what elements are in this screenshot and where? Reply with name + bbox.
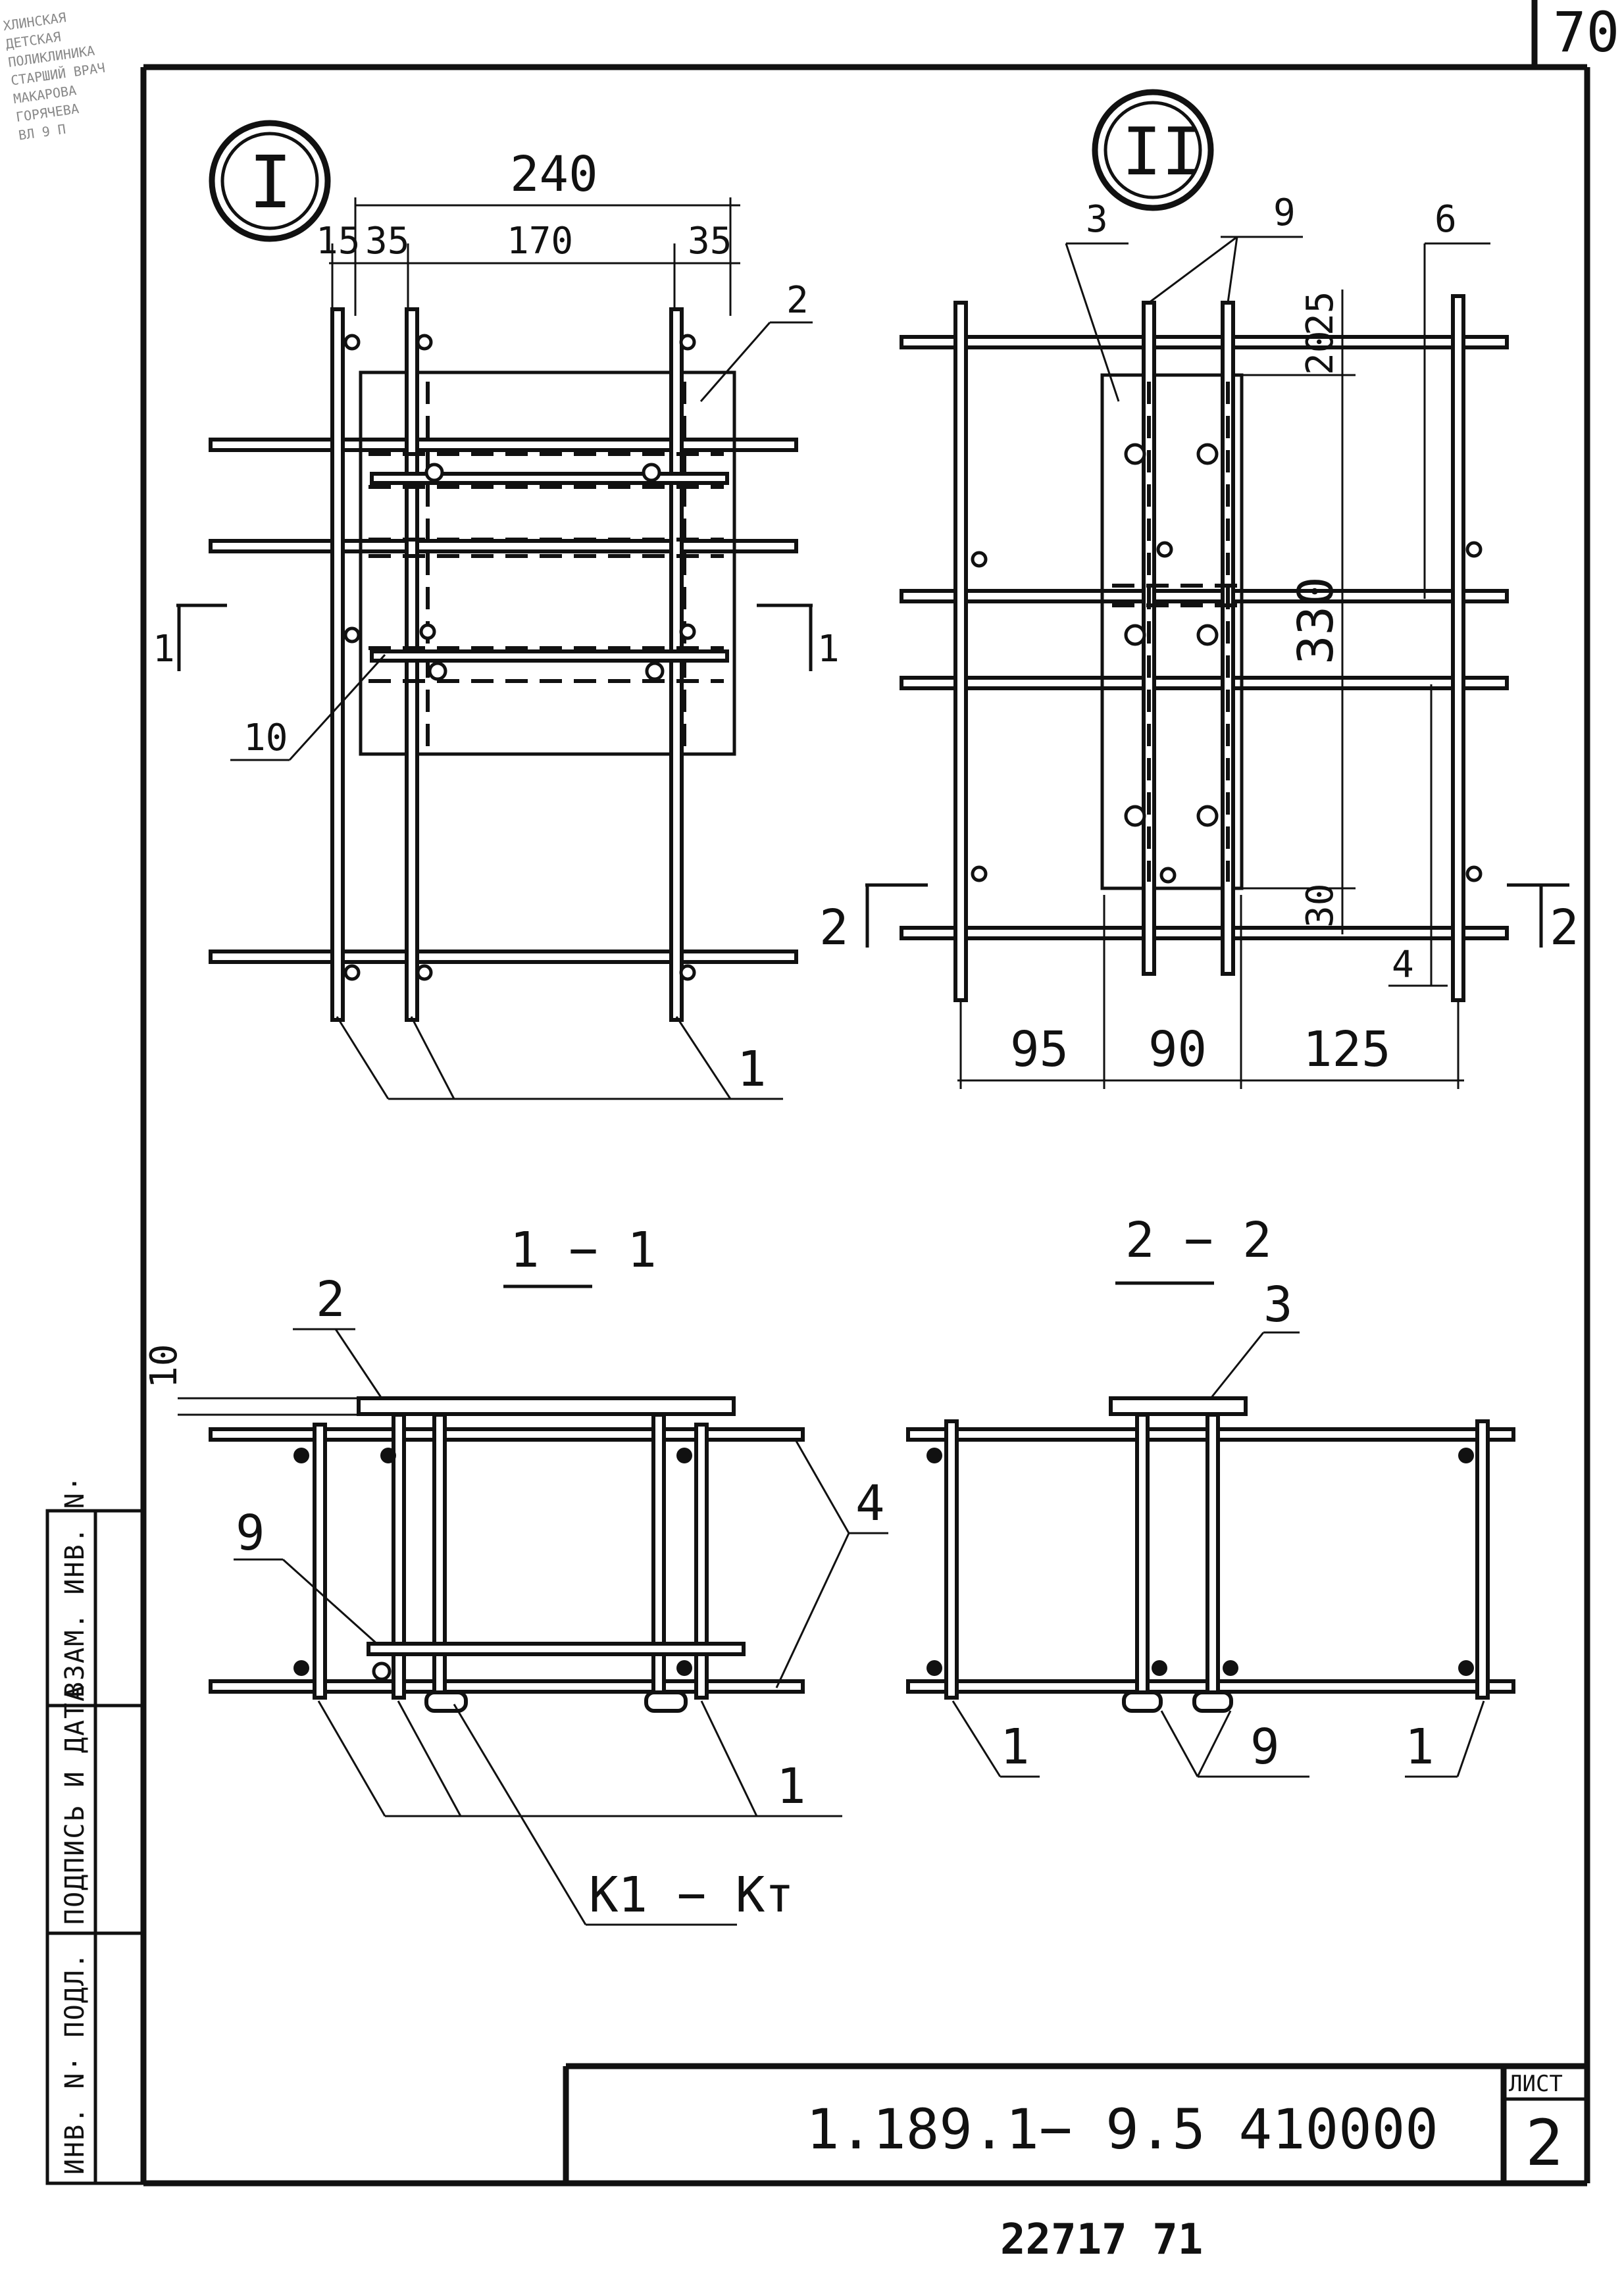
- callout-4: 4: [1392, 944, 1414, 986]
- archive-stamp: ХЛИНСКАЯ ДЕТСКАЯ ПОЛИКЛИНИКА СТАРШИЙ ВРА…: [2, 9, 106, 143]
- dim-15: 15: [316, 220, 360, 263]
- callout-9: 9: [236, 1505, 265, 1561]
- stamp-sign-date: ПОДПИСЬ И ДАТА: [60, 1685, 90, 1925]
- bar-horizontal: [209, 438, 798, 452]
- dim-35b: 35: [688, 220, 732, 263]
- section-1-left: 1: [153, 628, 175, 671]
- dim-330: 330: [1288, 576, 1344, 665]
- page-number-top: 70: [1553, 0, 1619, 64]
- drawing-frame: [140, 0, 1590, 2187]
- bar-vertical: [330, 307, 345, 1022]
- callout-9: 9: [1273, 191, 1296, 234]
- callout-1: 1: [737, 1041, 767, 1098]
- plate-2-section: [357, 1396, 736, 1416]
- callout-3: 3: [1086, 198, 1108, 241]
- section-2-2: 2 − 2 3 1 1 9: [906, 1212, 1515, 1778]
- plate-2: [359, 370, 736, 756]
- dim-25: 25: [1299, 291, 1342, 336]
- dim-170: 170: [507, 220, 573, 263]
- section-2-right: 2: [1550, 899, 1579, 956]
- section-1-1-title: 1 − 1: [510, 1222, 657, 1279]
- sheet-number: 2: [1525, 2106, 1563, 2180]
- dim-30: 30: [1299, 884, 1342, 928]
- section-1-1: 1 − 1 10 2 4 9 1 К1 − Кт: [143, 1222, 888, 1926]
- dim-10: 10: [143, 1344, 186, 1388]
- dim-95: 95: [1010, 1021, 1069, 1078]
- callout-2: 2: [786, 279, 809, 322]
- sheet-label: ЛИСТ: [1509, 2071, 1563, 2097]
- dim-90: 90: [1148, 1021, 1207, 1078]
- callout-anchor: К1 − Кт: [589, 1867, 794, 1923]
- side-stamp: ИНВ. N· ПОДЛ. ПОДПИСЬ И ДАТА ВЗАМ. ИНВ. …: [45, 1475, 145, 2185]
- callout-2: 2: [316, 1271, 345, 1328]
- stamp-vzam: ВЗАМ. ИНВ. N·: [60, 1475, 90, 1698]
- dim-125: 125: [1303, 1021, 1391, 1078]
- callout-9: 9: [1250, 1719, 1280, 1775]
- stamp-inv-orig: ИНВ. N· ПОДЛ.: [60, 1952, 90, 2175]
- section-2-2-title: 2 − 2: [1125, 1212, 1272, 1269]
- section-2-left: 2: [819, 899, 849, 956]
- plate-3: [1100, 373, 1244, 890]
- detail-I: I 240 15 35 170 35: [153, 120, 840, 1100]
- insert-bar: [370, 472, 729, 485]
- dim-240: 240: [510, 146, 598, 203]
- callout-right-1: 1: [1405, 1719, 1434, 1775]
- dim-20: 20: [1299, 331, 1342, 375]
- bar-horizontal: [209, 950, 798, 964]
- bar-vertical: [405, 307, 419, 1022]
- detail-II: II 3 9 6 4 25: [819, 89, 1579, 1089]
- svg-text:ВЛ 9 П: ВЛ 9 П: [17, 121, 66, 143]
- detail-I-marker: I: [249, 140, 292, 224]
- detail-marker-circle: [209, 120, 331, 242]
- drawing-code: 1.189.1− 9.5 410000: [806, 2097, 1438, 2162]
- callout-left-1: 1: [1000, 1719, 1030, 1775]
- callout-10: 10: [243, 717, 288, 759]
- detail-II-marker: II: [1122, 113, 1201, 190]
- callout-1: 1: [776, 1758, 806, 1815]
- bar-horizontal: [209, 539, 798, 553]
- callout-6: 6: [1434, 198, 1457, 241]
- insert-bar: [370, 649, 729, 663]
- callout-4: 4: [855, 1475, 885, 1532]
- callout-3: 3: [1263, 1277, 1293, 1333]
- plate-3-section: [1109, 1396, 1248, 1416]
- bar-vertical: [669, 307, 684, 1022]
- dim-35a: 35: [365, 220, 409, 263]
- bottom-number: 22717 71: [1000, 2216, 1203, 2264]
- section-1-right: 1: [817, 628, 840, 671]
- title-block: 1.189.1− 9.5 410000 ЛИСТ 2: [563, 2063, 1587, 2183]
